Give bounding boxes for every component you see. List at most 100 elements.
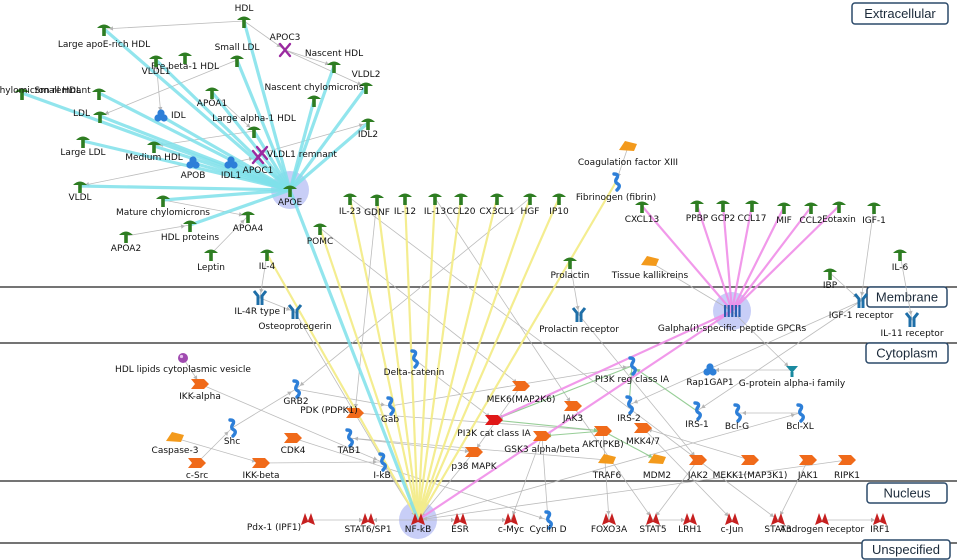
node-large_ldl[interactable]: Large LDL bbox=[60, 136, 106, 159]
node-ripk1[interactable]: RIPK1 bbox=[834, 455, 860, 481]
node-chylo_remnant[interactable]: Chylomicron remnant bbox=[0, 86, 91, 100]
node-rap1gap1[interactable]: Rap1GAP1 bbox=[686, 363, 734, 388]
node-large_apoe_hdl[interactable]: Large apoE-rich HDL bbox=[58, 24, 150, 51]
node-ccl17[interactable]: CCL17 bbox=[737, 200, 767, 225]
node-gcp2[interactable]: GCP2 bbox=[711, 200, 735, 225]
node-cyclind[interactable]: Cyclin D bbox=[529, 510, 567, 535]
node-il11_receptor[interactable]: IL-11 receptor bbox=[880, 312, 944, 339]
node-hdl[interactable]: HDL bbox=[235, 4, 254, 28]
node-jak1[interactable]: JAK1 bbox=[797, 455, 818, 481]
node-cmyc[interactable]: c-Myc bbox=[498, 513, 524, 535]
node-igf1[interactable]: IGF-1 bbox=[862, 202, 886, 227]
node-apoe[interactable]: APOE bbox=[278, 185, 303, 209]
node-nfkb[interactable]: NF-kB bbox=[405, 513, 432, 535]
node-mekk1[interactable]: MEKK1(MAP3K1) bbox=[713, 455, 788, 481]
node-bclg[interactable]: Bcl-G bbox=[725, 403, 749, 432]
node-ikk_beta[interactable]: IKK-beta bbox=[242, 458, 280, 481]
node-gprot_alpha_i[interactable]: G-protein alpha-i family bbox=[739, 366, 846, 389]
node-leptin[interactable]: Leptin bbox=[197, 249, 225, 274]
node-hdl_vesicle[interactable]: HDL lipids cytoplasmic vesicle bbox=[115, 353, 251, 375]
node-medium_hdl[interactable]: Medium HDL bbox=[125, 141, 183, 164]
node-stat3[interactable]: STAT3 bbox=[764, 513, 792, 535]
node-gab[interactable]: Gab bbox=[381, 396, 399, 425]
node-gdnf[interactable]: GDNF bbox=[364, 194, 390, 219]
node-ikk_alpha[interactable]: IKK-alpha bbox=[179, 379, 221, 402]
node-il6[interactable]: IL-6 bbox=[892, 249, 909, 274]
node-grb2[interactable]: GRB2 bbox=[283, 379, 309, 407]
node-idl2[interactable]: IDL2 bbox=[358, 118, 378, 141]
node-hdl_proteins[interactable]: HDL proteins bbox=[161, 220, 220, 244]
node-tab1[interactable]: TAB1 bbox=[337, 428, 361, 456]
node-ppbp[interactable]: PPBP bbox=[686, 200, 709, 225]
node-cx3cl1[interactable]: CX3CL1 bbox=[479, 193, 515, 218]
node-hgf[interactable]: HGF bbox=[521, 193, 540, 218]
node-pi3k_reg[interactable]: PI3K reg class IA bbox=[595, 356, 670, 385]
node-ikb[interactable]: I-kB bbox=[373, 452, 391, 481]
node-il4[interactable]: IL-4 bbox=[259, 249, 276, 273]
node-pdk[interactable]: PDK (PDPK1) bbox=[300, 406, 364, 418]
node-stat5[interactable]: STAT5 bbox=[639, 513, 667, 535]
node-irs1[interactable]: IRS-1 bbox=[685, 401, 709, 430]
node-apoa4[interactable]: APOA4 bbox=[233, 211, 264, 235]
node-nascent_chylo[interactable]: Nascent chylomicrons bbox=[264, 83, 364, 107]
node-delta_catenin[interactable]: Delta-catenin bbox=[384, 349, 445, 378]
node-mature_chylo[interactable]: Mature chylomicrons bbox=[116, 195, 210, 219]
node-small_ldl[interactable]: Small LDL bbox=[215, 43, 260, 67]
node-gsk3[interactable]: GSK3 alpha/beta bbox=[504, 431, 580, 455]
node-pdx1[interactable]: Pdx-1 (IPF1) bbox=[247, 513, 315, 533]
node-mif[interactable]: MIF bbox=[776, 202, 792, 227]
node-bclxl[interactable]: Bcl-XL bbox=[786, 403, 814, 432]
node-ibp[interactable]: IBP bbox=[823, 268, 838, 292]
node-caspase3[interactable]: Caspase-3 bbox=[152, 432, 199, 456]
node-idl1[interactable]: IDL1 bbox=[221, 156, 241, 181]
node-il4r[interactable]: IL-4R type I bbox=[234, 290, 286, 317]
node-fibrinogen[interactable]: Fibrinogen (fibrin) bbox=[576, 172, 656, 203]
node-ccl20[interactable]: CCL20 bbox=[446, 193, 476, 218]
node-mek6[interactable]: MEK6(MAP2K6) bbox=[487, 381, 556, 405]
node-osteoprot[interactable]: Osteoprotegerin bbox=[258, 304, 332, 332]
node-idl[interactable]: IDL bbox=[154, 109, 186, 122]
node-cxcl13[interactable]: CXCL13 bbox=[625, 201, 660, 226]
node-p38[interactable]: p38 MAPK bbox=[451, 447, 498, 472]
node-vldl1[interactable]: VLDL1 bbox=[142, 55, 171, 78]
node-prl_receptor[interactable]: Prolactin receptor bbox=[539, 307, 619, 335]
node-vldl2[interactable]: VLDL2 bbox=[352, 70, 381, 94]
node-cjun[interactable]: c-Jun bbox=[721, 513, 744, 535]
node-ccl2[interactable]: CCL2 bbox=[799, 202, 823, 227]
node-vldl1_remnant[interactable]: VLDL1 remnant bbox=[255, 145, 337, 161]
node-aktpkb[interactable]: AKT(PKB) bbox=[582, 426, 624, 450]
node-lrh1[interactable]: LRH1 bbox=[678, 513, 702, 535]
node-stat6[interactable]: STAT6/SP1 bbox=[344, 513, 392, 535]
node-small_hdl[interactable]: Small HDL bbox=[34, 86, 106, 100]
node-shc[interactable]: Shc bbox=[224, 418, 240, 447]
node-ldl[interactable]: LDL bbox=[73, 109, 107, 123]
node-ip10[interactable]: IP10 bbox=[549, 193, 569, 218]
node-pomc[interactable]: POMC bbox=[307, 223, 334, 248]
node-apoc3[interactable]: APOC3 bbox=[270, 33, 301, 58]
node-irs2[interactable]: IRS-2 bbox=[617, 395, 641, 424]
node-esr[interactable]: ESR bbox=[451, 513, 469, 535]
node-il12[interactable]: IL-12 bbox=[394, 193, 416, 218]
node-androgen_r[interactable]: Androgen receptor bbox=[780, 513, 865, 535]
node-apoa2[interactable]: APOA2 bbox=[111, 231, 141, 255]
node-jak3[interactable]: JAK3 bbox=[562, 401, 583, 424]
node-mkk47[interactable]: MKK4/7 bbox=[626, 423, 660, 447]
node-mdm2[interactable]: MDM2 bbox=[643, 454, 671, 481]
node-tissue_kall[interactable]: Tissue kallikreins bbox=[611, 256, 689, 281]
node-apoc1[interactable]: APOC1 bbox=[243, 149, 274, 176]
node-coag13[interactable]: Coagulation factor XIII bbox=[578, 141, 678, 168]
node-nascent_hdl[interactable]: Nascent HDL bbox=[305, 49, 363, 73]
node-apoa1[interactable]: APOA1 bbox=[197, 87, 227, 110]
node-pi3k_cat[interactable]: PI3K cat class IA bbox=[457, 415, 532, 439]
node-gpcr[interactable]: Galpha(i)-specific peptide GPCRs bbox=[658, 305, 807, 334]
node-cdk4[interactable]: CDK4 bbox=[281, 433, 306, 456]
node-pre_beta1_hdl[interactable]: Pre beta-1 HDL bbox=[151, 52, 219, 73]
node-il23[interactable]: IL-23 bbox=[339, 193, 361, 218]
node-jak2[interactable]: JAK2 bbox=[687, 455, 708, 481]
node-traf6[interactable]: TRAF6 bbox=[592, 454, 622, 481]
node-large_alpha1_hdl[interactable]: Large alpha-1 HDL bbox=[212, 114, 296, 138]
node-irf1[interactable]: IRF1 bbox=[870, 513, 890, 535]
node-apob[interactable]: APOB bbox=[181, 156, 206, 181]
node-foxo3a[interactable]: FOXO3A bbox=[591, 513, 628, 535]
node-il13[interactable]: IL-13 bbox=[424, 193, 446, 218]
